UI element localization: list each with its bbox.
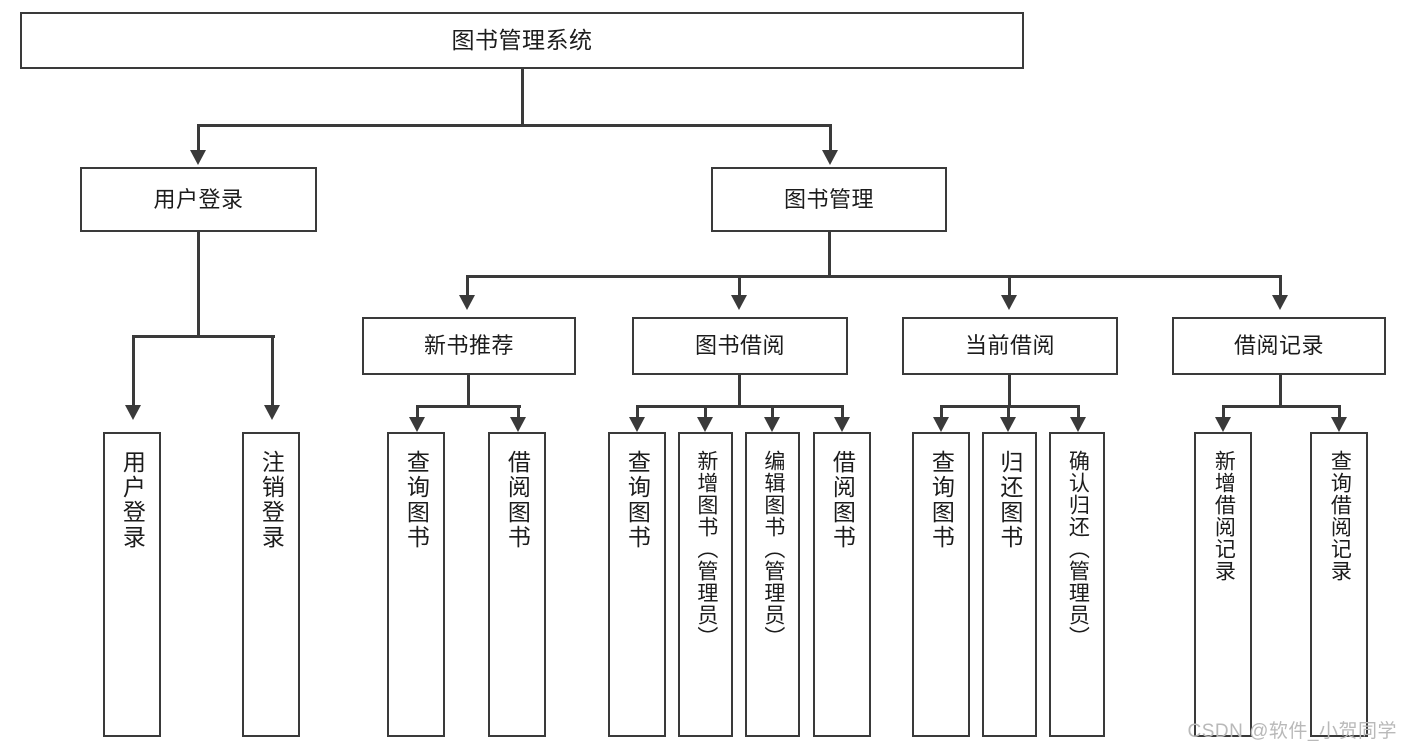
node-leaf-edit-book[interactable]: 编辑图书（管理员） bbox=[745, 432, 800, 737]
connector-root-to-user-login bbox=[197, 124, 200, 150]
node-leaf-return-book[interactable]: 归还图书 bbox=[982, 432, 1037, 737]
arrowhead-book-manage bbox=[822, 150, 838, 165]
node-label: 查询借阅记录 bbox=[1328, 450, 1352, 582]
connector-book-manage-to-current-borrow bbox=[1008, 275, 1011, 295]
connector-book-borrow-to-leaf-4 bbox=[841, 405, 844, 417]
arrowhead-leaf-borrow-book-2 bbox=[834, 417, 850, 432]
node-borrow-record[interactable]: 借阅记录 bbox=[1172, 317, 1386, 375]
connector-root-stem bbox=[521, 69, 524, 124]
connector-book-borrow-to-leaf-1 bbox=[636, 405, 639, 417]
node-leaf-confirm-return[interactable]: 确认归还（管理员） bbox=[1049, 432, 1105, 737]
connector-borrow-record-stem bbox=[1279, 375, 1282, 405]
connector-book-borrow-bus bbox=[637, 405, 844, 408]
node-leaf-add-book[interactable]: 新增图书（管理员） bbox=[678, 432, 733, 737]
node-label: 查询图书 bbox=[624, 450, 651, 550]
connector-book-manage-bus bbox=[467, 275, 1282, 278]
arrowhead-borrow-record bbox=[1272, 295, 1288, 310]
node-root-book-management-system[interactable]: 图书管理系统 bbox=[20, 12, 1024, 69]
node-label: 新增借阅记录 bbox=[1212, 450, 1236, 582]
connector-book-manage-to-new-book-rec bbox=[466, 275, 469, 295]
arrowhead-leaf-borrow-book-1 bbox=[510, 417, 526, 432]
arrowhead-leaf-add-record bbox=[1215, 417, 1231, 432]
node-label: 图书管理 bbox=[783, 186, 874, 212]
connector-borrow-record-to-leaf-2 bbox=[1338, 405, 1341, 417]
arrowhead-leaf-query-record bbox=[1331, 417, 1347, 432]
node-leaf-logout-login[interactable]: 注销登录 bbox=[242, 432, 300, 737]
node-label: 当前借阅 bbox=[964, 333, 1055, 359]
connector-new-book-rec-bus bbox=[417, 405, 521, 408]
arrowhead-user-login bbox=[190, 150, 206, 165]
node-user-login[interactable]: 用户登录 bbox=[80, 167, 317, 232]
connector-current-borrow-to-leaf-1 bbox=[940, 405, 943, 417]
connector-book-manage-to-book-borrow bbox=[738, 275, 741, 295]
node-label: 新增图书（管理员） bbox=[694, 450, 718, 648]
connector-current-borrow-stem bbox=[1008, 375, 1011, 405]
connector-root-to-book-manage bbox=[829, 124, 832, 150]
connector-root-bus bbox=[198, 124, 832, 127]
connector-user-login-to-leaf-2 bbox=[271, 335, 274, 405]
node-leaf-borrow-book-1[interactable]: 借阅图书 bbox=[488, 432, 546, 737]
node-label: 确认归还（管理员） bbox=[1066, 450, 1090, 648]
arrowhead-leaf-add-book bbox=[697, 417, 713, 432]
arrowhead-book-borrow bbox=[731, 295, 747, 310]
connector-user-login-stem bbox=[197, 232, 200, 335]
connector-borrow-record-to-leaf-1 bbox=[1222, 405, 1225, 417]
node-leaf-borrow-book-2[interactable]: 借阅图书 bbox=[813, 432, 871, 737]
connector-user-login-to-leaf-1 bbox=[132, 335, 135, 405]
connector-current-borrow-to-leaf-2 bbox=[1007, 405, 1010, 417]
node-book-manage[interactable]: 图书管理 bbox=[711, 167, 947, 232]
node-leaf-query-record[interactable]: 查询借阅记录 bbox=[1310, 432, 1368, 737]
node-book-borrow[interactable]: 图书借阅 bbox=[632, 317, 848, 375]
node-leaf-query-book-2[interactable]: 查询图书 bbox=[608, 432, 666, 737]
arrowhead-leaf-query-book-1 bbox=[409, 417, 425, 432]
node-label: 图书借阅 bbox=[694, 333, 785, 359]
node-label: 用户登录 bbox=[119, 450, 146, 550]
node-label: 查询图书 bbox=[403, 450, 430, 550]
node-label: 归还图书 bbox=[996, 450, 1023, 550]
node-label: 借阅图书 bbox=[829, 450, 856, 550]
arrowhead-leaf-logout-login bbox=[264, 405, 280, 420]
arrowhead-leaf-query-book-3 bbox=[933, 417, 949, 432]
arrowhead-leaf-user-login bbox=[125, 405, 141, 420]
node-leaf-user-login[interactable]: 用户登录 bbox=[103, 432, 161, 737]
node-leaf-add-record[interactable]: 新增借阅记录 bbox=[1194, 432, 1252, 737]
csdn-watermark: CSDN @软件_小贺同学 bbox=[1187, 721, 1397, 742]
node-label: 图书管理系统 bbox=[451, 26, 593, 53]
node-label: 查询图书 bbox=[928, 450, 955, 550]
connector-new-book-rec-to-leaf-2 bbox=[517, 405, 520, 417]
node-leaf-query-book-3[interactable]: 查询图书 bbox=[912, 432, 970, 737]
connector-book-borrow-to-leaf-2 bbox=[704, 405, 707, 417]
node-label: 用户登录 bbox=[153, 186, 244, 212]
connector-book-manage-to-borrow-record bbox=[1279, 275, 1282, 295]
node-label: 新书推荐 bbox=[423, 333, 514, 359]
connector-book-borrow-to-leaf-3 bbox=[771, 405, 774, 417]
arrowhead-leaf-confirm-return bbox=[1070, 417, 1086, 432]
node-new-book-recommendation[interactable]: 新书推荐 bbox=[362, 317, 576, 375]
node-label: 编辑图书（管理员） bbox=[761, 450, 785, 648]
node-leaf-query-book-1[interactable]: 查询图书 bbox=[387, 432, 445, 737]
connector-current-borrow-bus bbox=[941, 405, 1080, 408]
connector-new-book-rec-to-leaf-1 bbox=[416, 405, 419, 417]
connector-book-manage-stem bbox=[828, 232, 831, 275]
arrowhead-leaf-edit-book bbox=[764, 417, 780, 432]
connector-borrow-record-bus bbox=[1223, 405, 1339, 408]
connector-new-book-rec-stem bbox=[467, 375, 470, 405]
arrowhead-leaf-query-book-2 bbox=[629, 417, 645, 432]
connector-book-borrow-stem bbox=[738, 375, 741, 405]
connector-current-borrow-to-leaf-3 bbox=[1077, 405, 1080, 417]
arrowhead-current-borrow bbox=[1001, 295, 1017, 310]
node-current-borrow[interactable]: 当前借阅 bbox=[902, 317, 1118, 375]
node-label: 注销登录 bbox=[258, 450, 285, 550]
node-label: 借阅图书 bbox=[504, 450, 531, 550]
connector-user-login-bus bbox=[133, 335, 275, 338]
arrowhead-leaf-return-book bbox=[1000, 417, 1016, 432]
node-label: 借阅记录 bbox=[1233, 333, 1324, 359]
arrowhead-new-book-rec bbox=[459, 295, 475, 310]
